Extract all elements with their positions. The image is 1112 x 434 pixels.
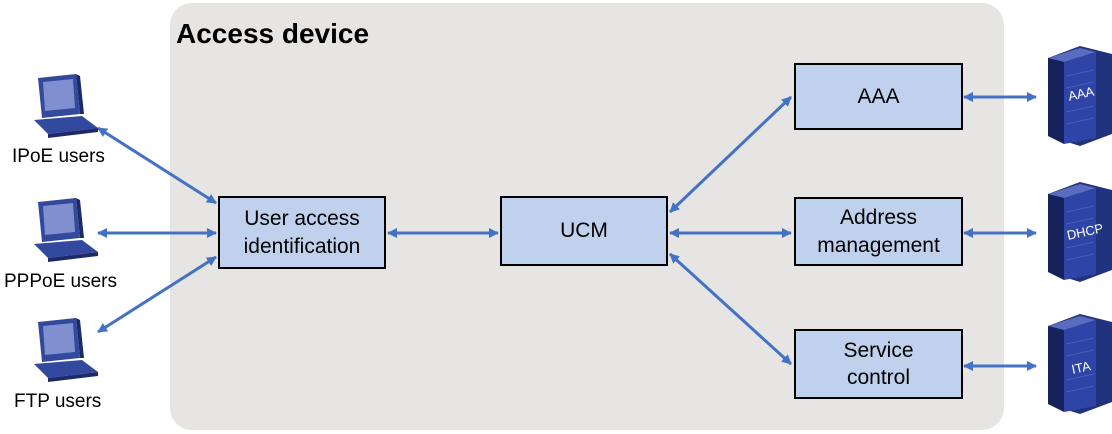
arrow-ucm-service xyxy=(668,252,793,366)
service-line-1: Service xyxy=(843,338,914,362)
pppoe-users-label: PPPoE users xyxy=(4,271,117,292)
address-line-2: management xyxy=(817,233,940,257)
aaa-server-label: AAA xyxy=(1067,83,1096,103)
ftp-users-label: FTP users xyxy=(14,391,102,412)
identification-line-1: User access xyxy=(244,207,360,231)
arrow-ipoe-identification xyxy=(97,126,217,205)
aaa-label: AAA xyxy=(857,84,900,108)
address-management-box: Address management xyxy=(794,197,963,266)
access-device-title: Access device xyxy=(176,18,370,49)
service-line-2: control xyxy=(846,366,911,389)
ucm-label: UCM xyxy=(560,219,608,243)
computer-icon xyxy=(34,318,98,382)
user-access-identification-box: User access identification xyxy=(218,196,386,269)
aaa-box: AAA xyxy=(794,63,963,130)
arrow-ftp-identification xyxy=(97,255,217,334)
server-icon: AAA xyxy=(1048,46,1112,146)
service-control-box: Service control xyxy=(794,329,963,399)
server-icon: ITA xyxy=(1048,314,1112,414)
identification-line-2: identification xyxy=(243,234,361,258)
ipoe-users-label: IPoE users xyxy=(12,146,105,167)
address-line-1: Address xyxy=(839,206,918,230)
dhcp-server-label: DHCP xyxy=(1065,220,1104,242)
computer-icon xyxy=(34,198,98,262)
arrow-ucm-aaa xyxy=(668,95,793,214)
server-icon: DHCP xyxy=(1048,182,1112,282)
ucm-box: UCM xyxy=(500,196,668,266)
computer-icon xyxy=(34,74,98,138)
ita-server-label: ITA xyxy=(1070,358,1092,377)
